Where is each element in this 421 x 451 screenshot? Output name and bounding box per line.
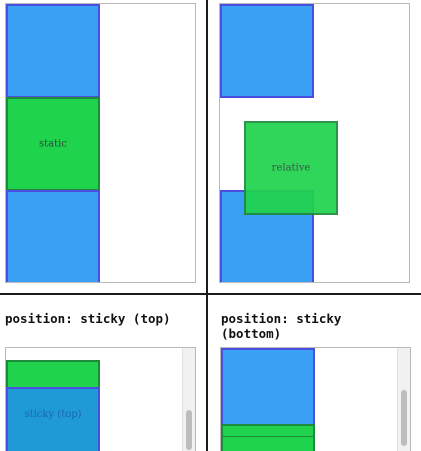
static-box: static — [6, 97, 100, 191]
sticky-bottom-heading-line2: (bottom) — [221, 326, 282, 341]
sticky-bottom-panel[interactable] — [220, 347, 411, 451]
blue-box-bottom — [6, 190, 100, 282]
sticky-bottom-box — [221, 424, 315, 451]
sticky-bottom-heading-line1: position: sticky — [221, 311, 342, 326]
horizontal-divider — [0, 293, 421, 295]
static-panel: static — [5, 3, 196, 283]
sticky-top-panel[interactable]: sticky (top) — [5, 347, 196, 451]
scrollbar[interactable] — [182, 348, 195, 451]
blue-box — [221, 348, 315, 426]
sticky-bottom-heading: position: sticky (bottom) — [221, 311, 341, 341]
sticky-bottom-box-divider — [223, 436, 313, 437]
scrollbar[interactable] — [397, 348, 410, 451]
relative-panel: relative — [219, 3, 410, 283]
static-label: static — [39, 138, 67, 150]
relative-label: relative — [271, 162, 311, 174]
vertical-divider — [206, 0, 208, 451]
relative-box: relative — [244, 121, 338, 215]
sticky-top-box: sticky (top) — [6, 387, 100, 451]
scroll-thumb[interactable] — [186, 410, 192, 450]
sticky-top-heading: position: sticky (top) — [5, 311, 171, 326]
blue-box-top — [6, 4, 100, 98]
sticky-top-label: sticky (top) — [24, 409, 82, 420]
blue-box-top — [220, 4, 314, 98]
scroll-thumb[interactable] — [401, 390, 407, 446]
